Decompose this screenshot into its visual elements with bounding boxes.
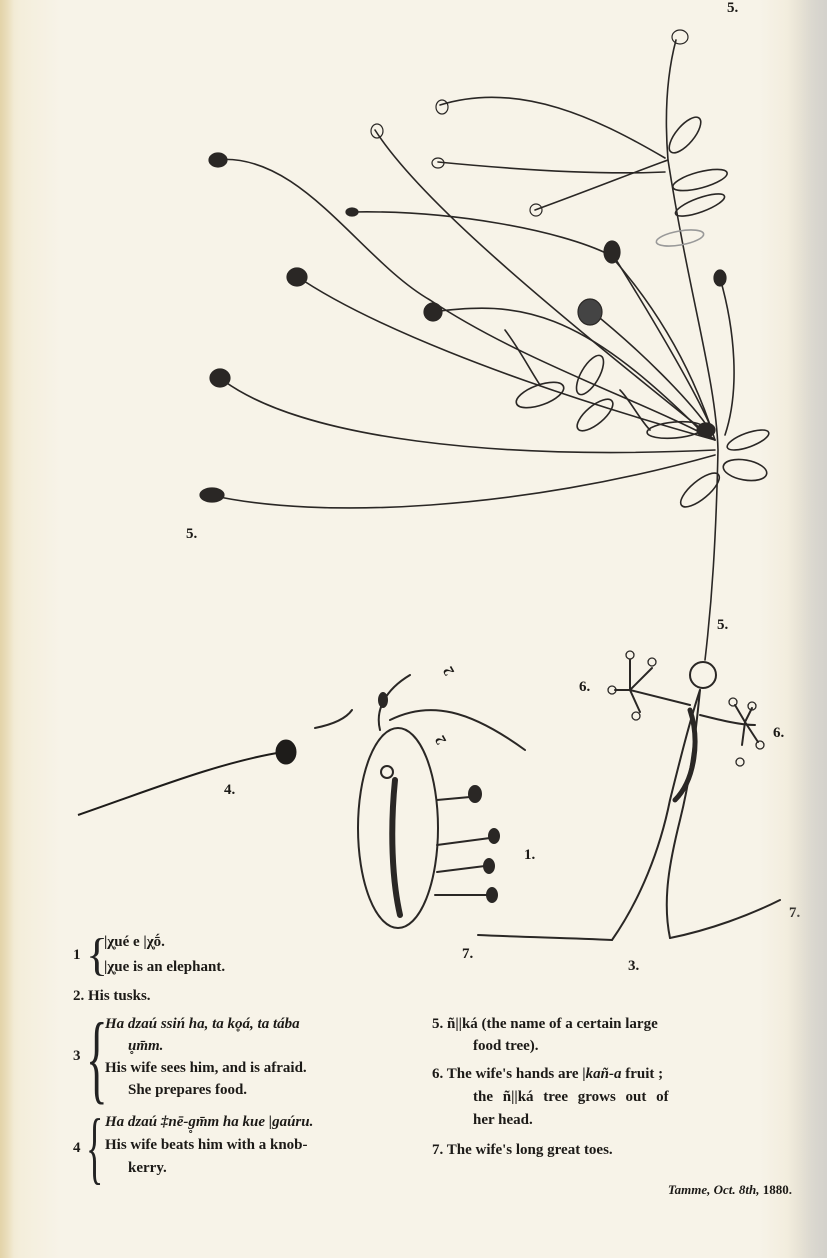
label-4: 4. xyxy=(224,782,236,798)
caption-6-line1-pre: 6. The wife's hands are xyxy=(432,1066,583,1082)
caption-1-line1: |χ̥ué e |χ̥ṓ. xyxy=(104,934,165,950)
caption-6-line1-italic: |kañ-a xyxy=(582,1066,622,1082)
caption-3-line3: His wife sees him, and is afraid. xyxy=(105,1060,307,1076)
caption-5-line2: food tree). xyxy=(473,1038,539,1054)
label-7-left: 7. xyxy=(462,946,474,962)
caption-2: 2. His tusks. xyxy=(73,988,151,1004)
caption-4-line3: kerry. xyxy=(128,1160,167,1176)
caption-3-number: 3 xyxy=(73,1048,81,1064)
caption-1-line2: |χ̥ue is an elephant. xyxy=(104,959,226,975)
caption-1-brace: { xyxy=(86,929,109,980)
caption-6-line1: 6. The wife's hands are |kañ-a fruit ; xyxy=(432,1063,663,1085)
signature-year: 1880. xyxy=(762,1182,792,1197)
caption-7: 7. The wife's long great toes. xyxy=(432,1142,613,1158)
caption-6-line3: her head. xyxy=(473,1112,533,1128)
label-3: 3. xyxy=(628,958,640,974)
caption-3-line1: Ha dzaú ssiń ha, ta ko̥á, ta tába xyxy=(105,1016,300,1032)
caption-6-line2: the ñ||ká tree grows out of xyxy=(473,1089,669,1105)
caption-4-line2: His wife beats him with a knob- xyxy=(105,1137,308,1153)
caption-1-number: 1 xyxy=(73,947,81,963)
label-7-right: 7. xyxy=(789,905,801,921)
signature-name: Tamme, Oct. 8th, xyxy=(667,1182,760,1197)
caption-3-line4: She prepares food. xyxy=(128,1082,248,1098)
label-1: 1. xyxy=(524,847,536,863)
label-5-left: 5. xyxy=(186,526,198,542)
caption-3-line2: u̥m̄m. xyxy=(128,1038,164,1054)
caption-3-brace: { xyxy=(86,1002,108,1113)
pencil-drawing xyxy=(77,29,781,941)
label-6-left: 6. xyxy=(579,679,591,695)
caption-6-line1-post: fruit ; xyxy=(621,1066,664,1082)
caption-4-brace: { xyxy=(86,1104,104,1192)
caption-4-number: 4 xyxy=(73,1140,81,1156)
label-6-right: 6. xyxy=(773,725,785,741)
signature: Tamme, Oct. 8th, 1880. xyxy=(668,1182,792,1198)
label-5-top: 5. xyxy=(727,0,739,16)
caption-5-line1: 5. ñ||ká (the name of a certain large xyxy=(432,1016,658,1032)
caption-4-line1: Ha dzaú ‡nē-g̥m̄m ha kue |gaúru. xyxy=(105,1114,314,1130)
label-5-middle: 5. xyxy=(717,617,729,633)
